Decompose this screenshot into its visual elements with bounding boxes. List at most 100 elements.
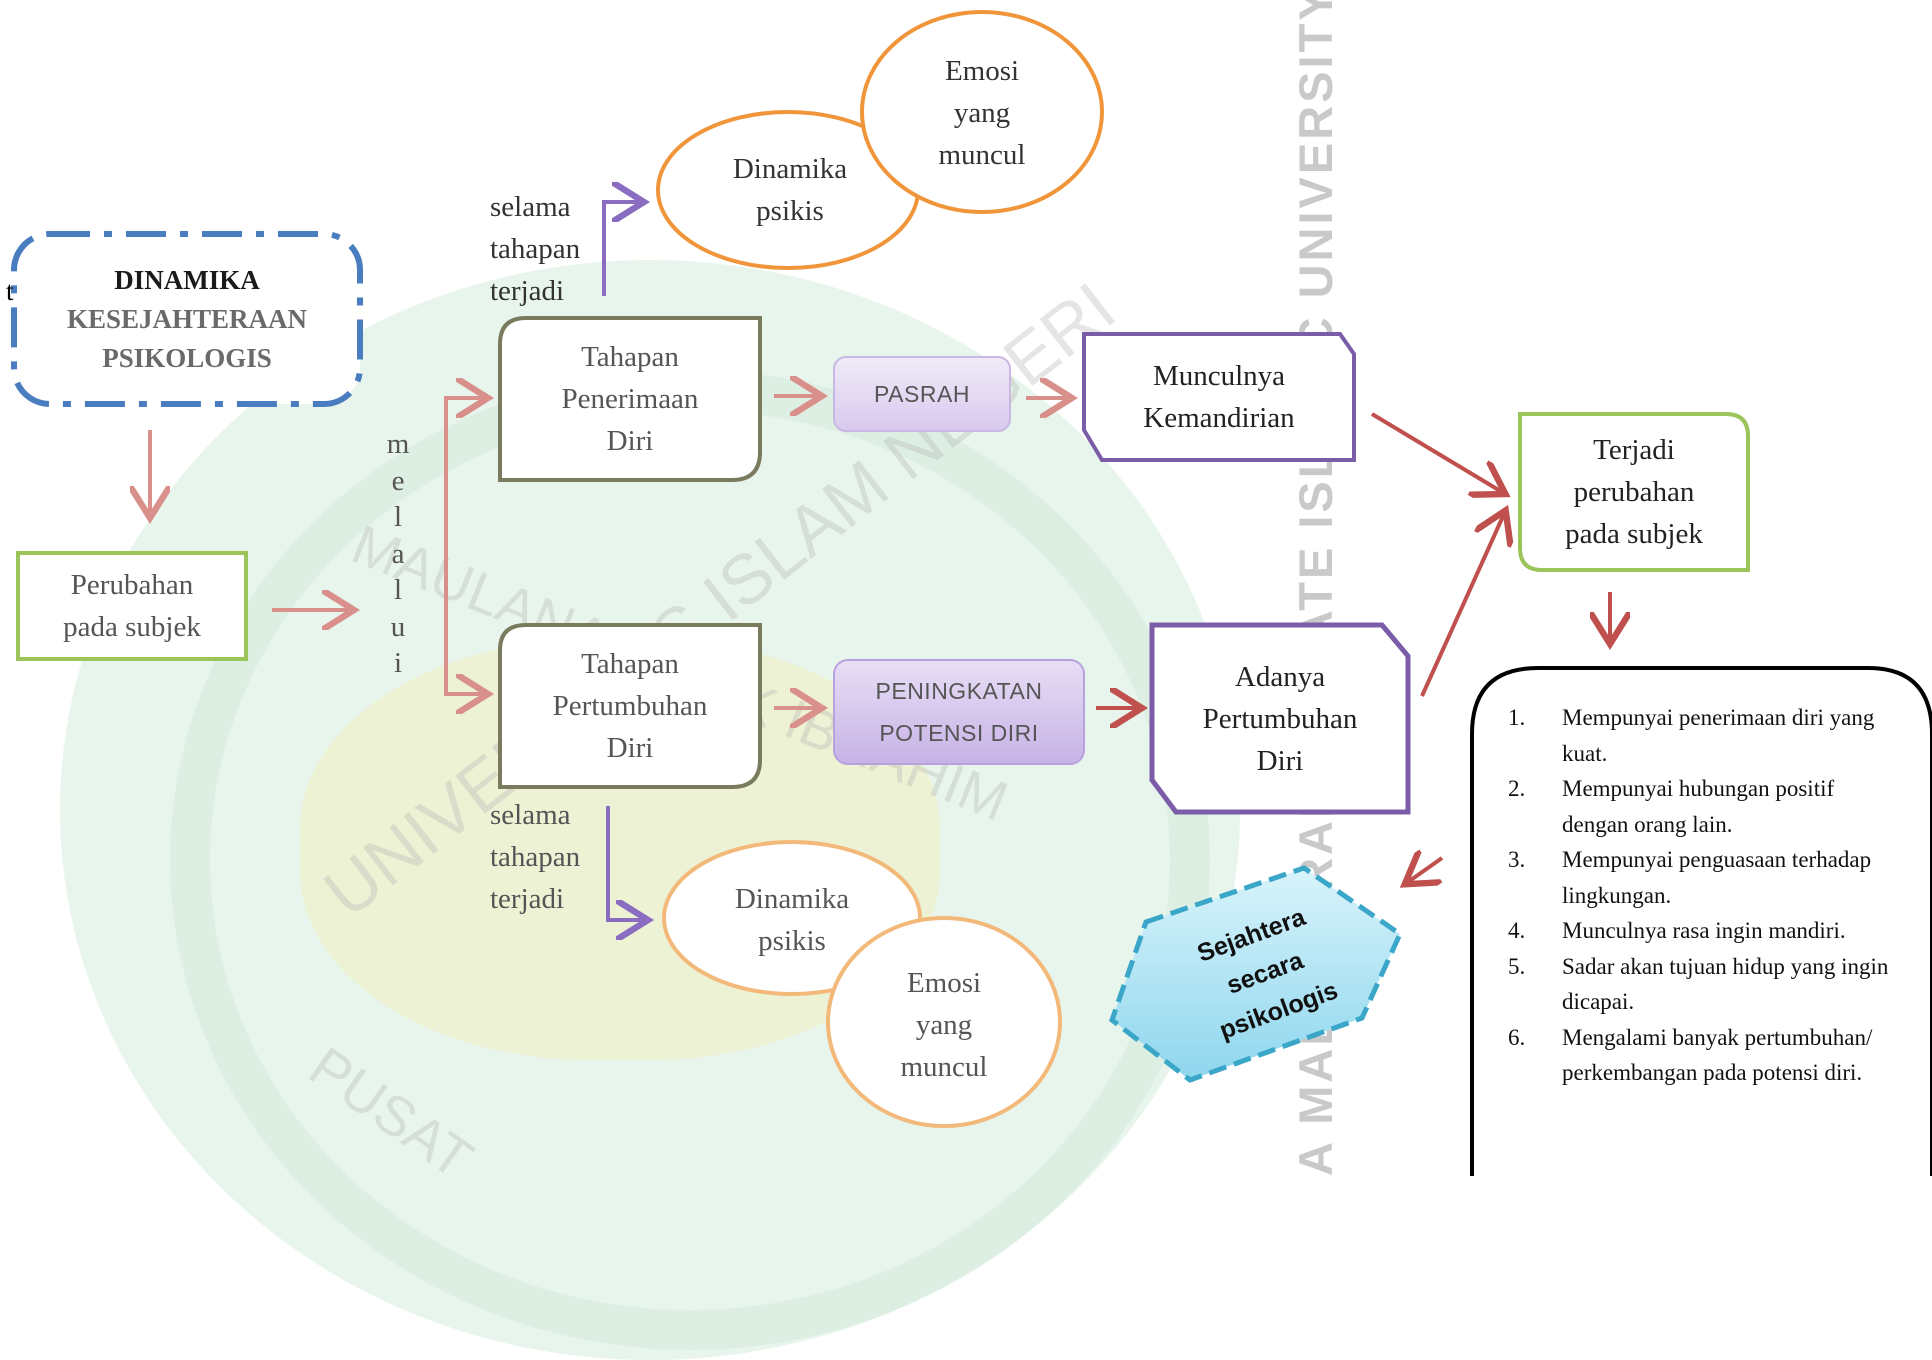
pertumbuhan-line: Pertumbuhan (1202, 702, 1358, 735)
arrow-branch-top (444, 398, 484, 690)
outcome-number: 1. (1508, 705, 1526, 730)
outcome-list: 1. Mempunyai penerimaan diri yang kuat. … (1508, 700, 1898, 1091)
bottom-dinamika-text: Dinamika psikis (692, 878, 892, 962)
outcome-item: 1. Mempunyai penerimaan diri yang kuat. (1508, 700, 1898, 771)
tahapan-pertumbuhan-line: Tahapan (581, 648, 679, 680)
top-selama-label: selama tahapan terjadi (490, 186, 580, 312)
melalui-letter: m (386, 428, 410, 460)
melalui-letter: l (393, 574, 403, 606)
kemandirian-line: Munculnya (1152, 360, 1286, 392)
bottom-emosi-line: yang (915, 1009, 973, 1041)
terjadi-line: perubahan (1573, 476, 1695, 508)
bottom-selama-label: selama tahapan terjadi (490, 794, 580, 920)
outcome-item: 4. Munculnya rasa ingin mandiri. (1508, 913, 1898, 949)
perubahan-box-border (16, 551, 248, 661)
bottom-emosi-line: Emosi (906, 967, 982, 999)
kemandirian-box-border (1082, 332, 1356, 462)
potensi-line: POTENSI DIRI (879, 720, 1039, 746)
top-emosi-line: Emosi (944, 55, 1020, 87)
outcome-item: 3. Mempunyai penguasaan terhadap lingkun… (1508, 842, 1898, 913)
perubahan-line-1: Perubahan (70, 569, 194, 601)
arrow-branch-bottom (444, 690, 484, 694)
tahapan-pertumbuhan-line: Diri (606, 732, 654, 764)
melalui-letter: i (393, 647, 403, 679)
potensi-text: PENINGKATAN POTENSI DIRI (834, 660, 1084, 764)
outcome-number: 6. (1508, 1024, 1526, 1050)
melalui-label: m e l a l u i (386, 426, 410, 682)
title-stray-char: t (6, 276, 14, 306)
outcome-text: Mengalami banyak pertumbuhan/ perkembang… (1562, 1024, 1873, 1086)
outcome-number: 2. (1508, 776, 1526, 801)
potensi-line: PENINGKATAN (875, 678, 1043, 704)
sejahtera-hexagon (1109, 865, 1404, 1083)
pertumbuhan-line: Adanya (1234, 660, 1326, 693)
top-emosi-text: Emosi yang muncul (902, 50, 1062, 176)
pertumbuhan-text: Adanya Pertumbuhan Diri (1152, 625, 1408, 812)
potensi-box (833, 659, 1085, 765)
top-emosi-ellipse (860, 10, 1104, 214)
terjadi-line: pada subjek (1565, 518, 1703, 550)
outcome-text: Mempunyai penguasaan terhadap lingkungan… (1562, 847, 1872, 908)
pertumbuhan-box-border (1149, 622, 1411, 815)
melalui-letter: a (391, 537, 405, 570)
terjadi-box-border (1518, 412, 1750, 572)
diagram-canvas (11, 10, 1932, 1176)
tahapan-penerimaan-line: Penerimaan (561, 383, 699, 415)
outcome-text: Mempunyai hubungan positif dengan orang … (1562, 776, 1835, 837)
tahapan-penerimaan-line: Diri (606, 425, 654, 457)
outcome-item: 2. Mempunyai hubungan positif dengan ora… (1508, 771, 1898, 842)
arrow-kemandirian-to-terjadi (1370, 412, 1502, 492)
melalui-letter: l (393, 501, 403, 533)
title-line-1: DINAMIKA (114, 264, 260, 295)
kemandirian-line: Kemandirian (1143, 402, 1295, 434)
title-line-2: KESEJAHTERAAN (66, 303, 308, 334)
top-selama-line: tahapan (490, 233, 581, 265)
perubahan-box: Perubahan pada subjek (18, 553, 246, 659)
outcome-number: 4. (1508, 918, 1526, 943)
tahapan-penerimaan-border (498, 316, 762, 482)
bottom-dinamika-line: psikis (758, 925, 826, 957)
outcome-item: 5. Sadar akan tujuan hidup yang ingin di… (1508, 949, 1898, 1020)
outcome-box-border (1470, 666, 1932, 1176)
kemandirian-text: Munculnya Kemandirian (1084, 334, 1354, 460)
outcome-number: 5. (1508, 953, 1526, 979)
melalui-letter: u (390, 610, 406, 643)
bottom-emosi-line: muncul (900, 1051, 988, 1083)
bottom-selama-line: tahapan (490, 841, 581, 873)
tahapan-pertumbuhan-text: Tahapan Pertumbuhan Diri (500, 625, 760, 787)
bottom-dinamika-line: Dinamika (734, 883, 850, 915)
bottom-selama-line: selama (490, 799, 571, 831)
outcome-number: 3. (1508, 847, 1526, 872)
bottom-selama-line: terjadi (490, 883, 565, 915)
melalui-letter: e (391, 464, 405, 497)
top-selama-line: selama (490, 191, 571, 223)
bottom-emosi-text: Emosi yang muncul (864, 962, 1024, 1088)
tahapan-pertumbuhan-border (498, 623, 762, 789)
arrow-list-to-final (1408, 858, 1444, 882)
top-dinamika-line: Dinamika (732, 153, 848, 185)
arrow-pertumbuhan-to-terjadi (1420, 514, 1504, 697)
arrow-selama-top (602, 202, 640, 296)
pasrah-box (833, 356, 1011, 432)
terjadi-line: Terjadi (1593, 434, 1675, 466)
outcome-text: Mempunyai penerimaan diri yang kuat. (1562, 705, 1875, 766)
top-dinamika-line: psikis (756, 195, 824, 227)
pertumbuhan-line: Diri (1256, 744, 1304, 777)
top-dinamika-text: Dinamika psikis (690, 148, 890, 232)
top-emosi-line: muncul (938, 139, 1026, 171)
tahapan-penerimaan-line: Tahapan (581, 341, 679, 373)
outcome-text: Munculnya rasa ingin mandiri. (1562, 918, 1846, 943)
perubahan-line-2: pada subjek (63, 611, 201, 643)
title-box-border (11, 231, 363, 407)
arrow-selama-bottom (606, 806, 644, 920)
tahapan-pertumbuhan-line: Pertumbuhan (552, 690, 708, 722)
title-line-3: PSIKOLOGIS (102, 342, 272, 373)
outcome-text: Sadar akan tujuan hidup yang ingin dicap… (1562, 953, 1889, 1015)
top-emosi-line: yang (953, 97, 1011, 129)
title-box: DINAMIKA KESEJAHTERAAN PSIKOLOGIS (14, 234, 360, 404)
tahapan-penerimaan-text: Tahapan Penerimaan Diri (500, 318, 760, 480)
bottom-emosi-ellipse (826, 916, 1062, 1128)
top-selama-line: terjadi (490, 275, 565, 307)
outcome-item: 6. Mengalami banyak pertumbuhan/ perkemb… (1508, 1020, 1898, 1091)
terjadi-text: Terjadi perubahan pada subjek (1520, 414, 1748, 570)
